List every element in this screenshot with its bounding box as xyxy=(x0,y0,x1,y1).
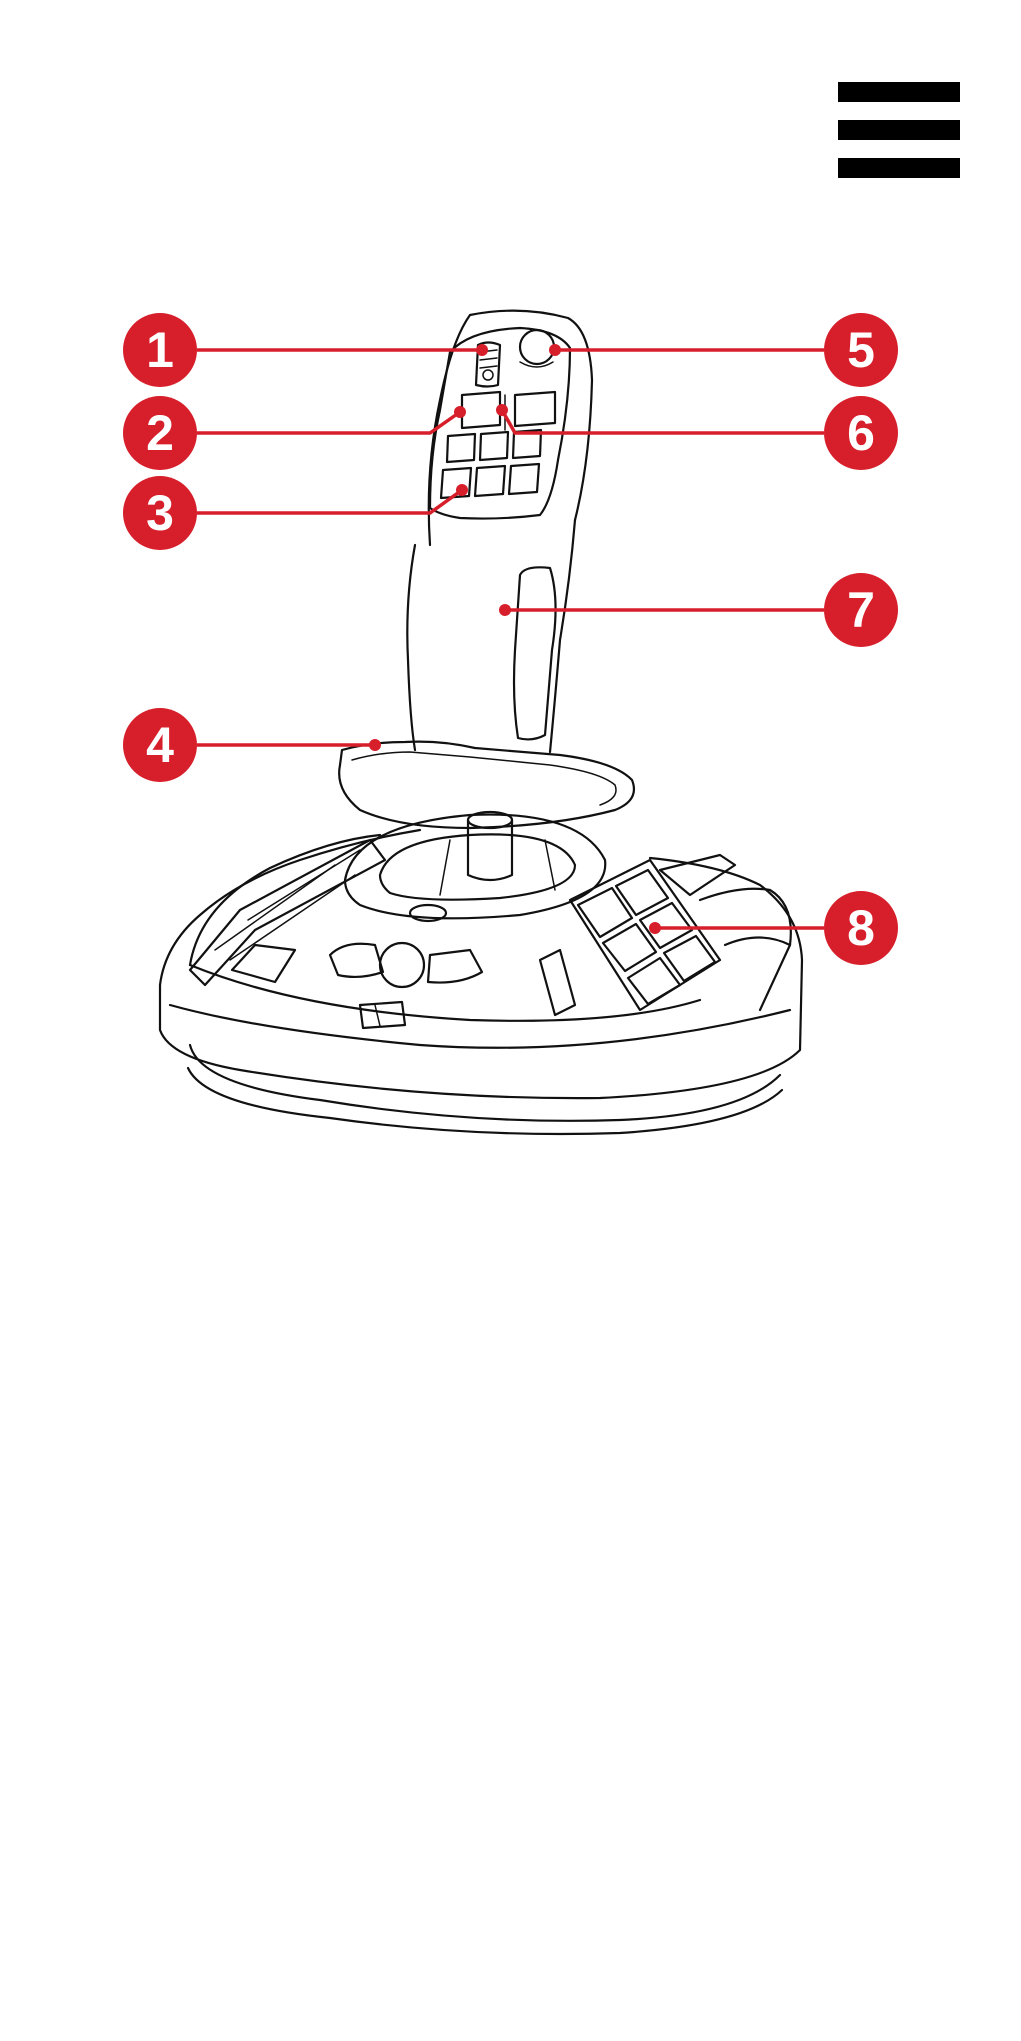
callout-6-label: 6 xyxy=(847,405,875,461)
callout-1-label: 1 xyxy=(146,322,174,378)
callout-8: 8 xyxy=(824,891,898,965)
callout-6: 6 xyxy=(824,396,898,470)
joystick-handle xyxy=(339,311,634,828)
callout-7-label: 7 xyxy=(847,582,875,638)
callout-3: 3 xyxy=(123,476,197,550)
callout-1: 1 xyxy=(123,313,197,387)
callout-7: 7 xyxy=(824,573,898,647)
callout-5-label: 5 xyxy=(847,322,875,378)
callout-3-label: 3 xyxy=(146,485,174,541)
callout-2: 2 xyxy=(123,396,197,470)
callout-4-label: 4 xyxy=(146,717,174,773)
callout-leaders xyxy=(197,350,824,928)
joystick-base xyxy=(160,812,802,1134)
callout-5: 5 xyxy=(824,313,898,387)
callout-2-label: 2 xyxy=(146,405,174,461)
callout-8-label: 8 xyxy=(847,900,875,956)
callout-4: 4 xyxy=(123,708,197,782)
